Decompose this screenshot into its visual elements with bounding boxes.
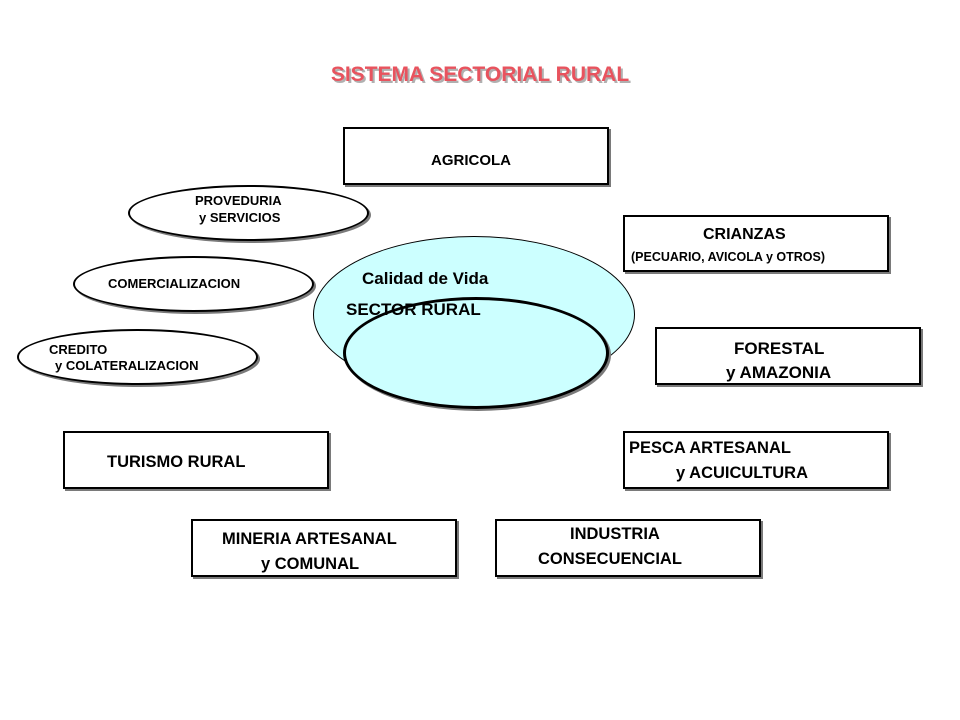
calidad-de-vida-label: Calidad de Vida xyxy=(362,269,489,288)
crianzas-sublabel: (PECUARIO, AVICOLA y OTROS) xyxy=(631,250,825,264)
industria-sublabel: CONSECUENCIAL xyxy=(538,550,682,568)
credito-ellipse: CREDITO y COLATERALIZACION xyxy=(17,329,258,385)
mineria-box: MINERIA ARTESANAL y COMUNAL xyxy=(191,519,457,577)
sector-rural-label: SECTOR RURAL xyxy=(346,300,481,319)
pesca-box: PESCA ARTESANAL y ACUICULTURA xyxy=(623,431,889,489)
mineria-label: MINERIA ARTESANAL xyxy=(222,530,397,548)
agricola-box: AGRICOLA xyxy=(343,127,609,185)
forestal-box: FORESTAL y AMAZONIA xyxy=(655,327,921,385)
forestal-sublabel: y AMAZONIA xyxy=(726,363,832,382)
pesca-label: PESCA ARTESANAL xyxy=(629,439,791,457)
credito-label: CREDITO xyxy=(49,342,108,357)
crianzas-box: CRIANZAS (PECUARIO, AVICOLA y OTROS) xyxy=(623,215,889,272)
turismo-box: TURISMO RURAL xyxy=(63,431,329,489)
proveduria-label: PROVEDURIA xyxy=(195,193,282,208)
proveduria-ellipse: PROVEDURIA y SERVICIOS xyxy=(128,185,369,241)
credito-sublabel: y COLATERALIZACION xyxy=(55,358,199,373)
comercializacion-label: COMERCIALIZACION xyxy=(108,276,241,291)
industria-box: INDUSTRIA CONSECUENCIAL xyxy=(495,519,761,577)
comercializacion-ellipse: COMERCIALIZACION xyxy=(73,256,314,312)
proveduria-sublabel: y SERVICIOS xyxy=(199,210,281,225)
sector-rural-ellipse: SECTOR RURAL xyxy=(343,297,609,409)
crianzas-label: CRIANZAS xyxy=(703,226,786,243)
forestal-label: FORESTAL xyxy=(734,339,825,358)
agricola-label: AGRICOLA xyxy=(431,152,511,169)
diagram-title: SISTEMA SECTORIAL RURAL xyxy=(330,63,630,86)
turismo-label: TURISMO RURAL xyxy=(107,453,246,471)
pesca-sublabel: y ACUICULTURA xyxy=(676,464,808,482)
industria-label: INDUSTRIA xyxy=(570,525,660,543)
mineria-sublabel: y COMUNAL xyxy=(261,555,360,573)
